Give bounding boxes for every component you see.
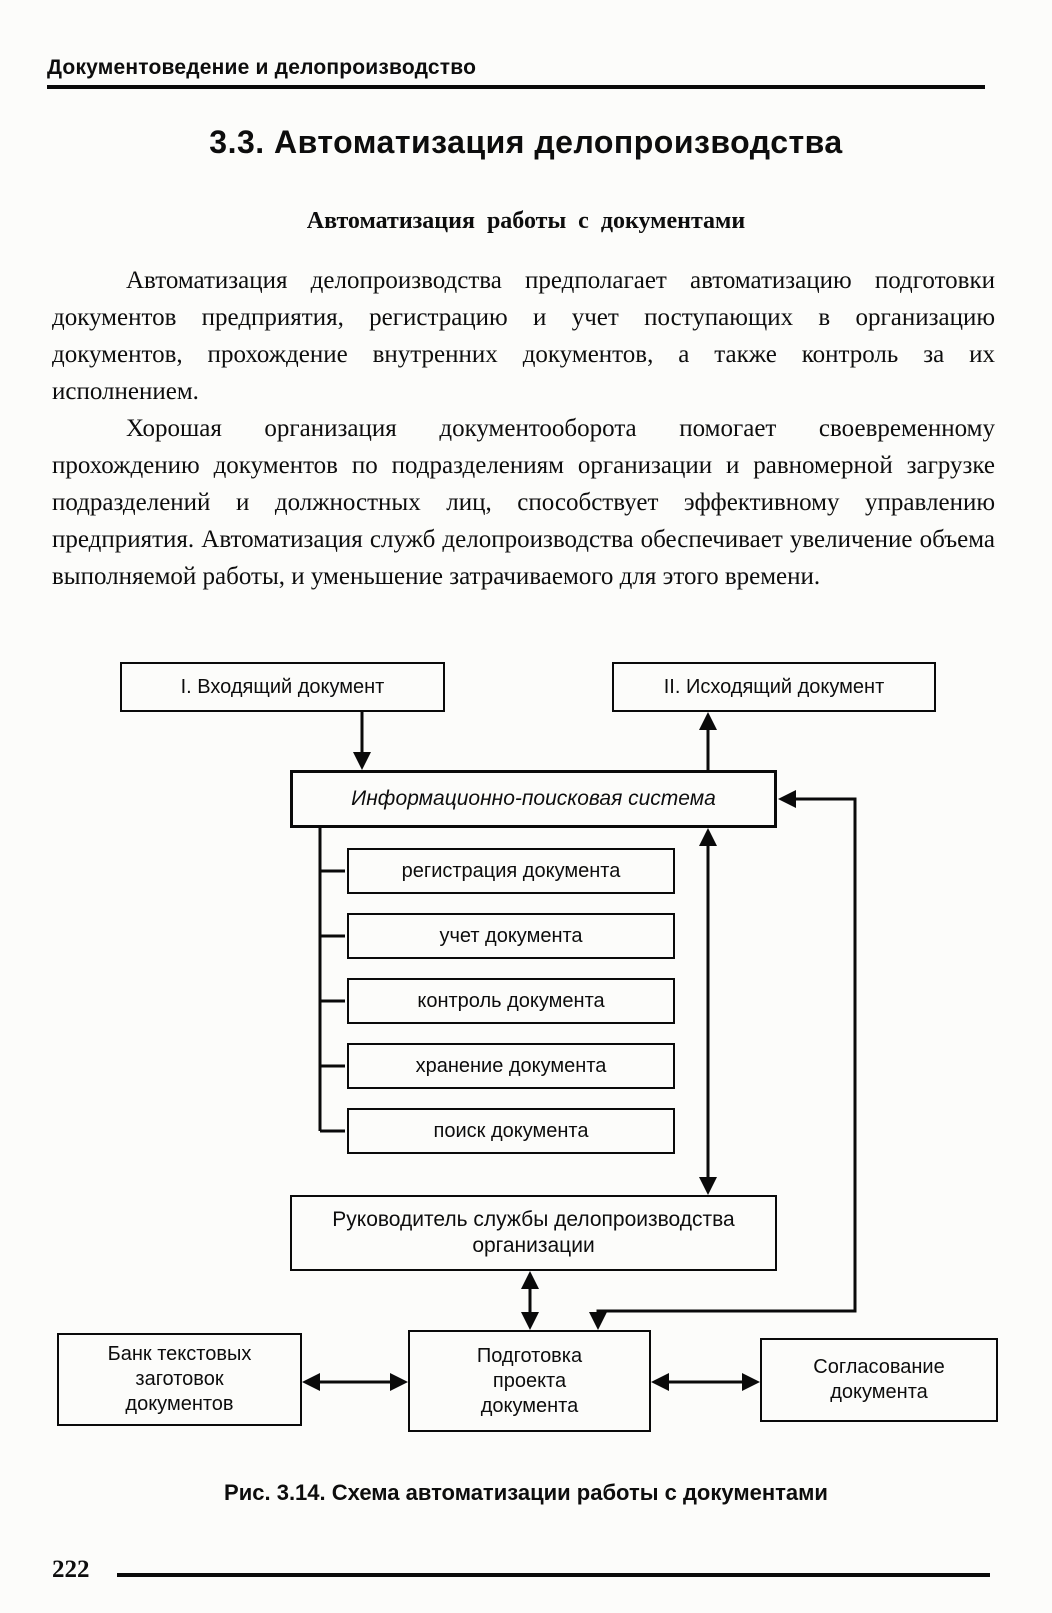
paragraph-2: Хорошая организация документооборота пом… xyxy=(52,415,995,590)
box-function-control: контроль документа xyxy=(347,978,675,1024)
connector-draft-ips-down-head xyxy=(589,1312,607,1330)
box-function-search: поиск документа xyxy=(347,1108,675,1154)
footer-rule xyxy=(117,1573,990,1577)
arrow-head-draft-down-head xyxy=(521,1312,539,1330)
box-incoming-document: I. Входящий документ xyxy=(120,662,445,712)
bracket-functions xyxy=(318,828,345,1133)
box-function-storage: хранение документа xyxy=(347,1043,675,1089)
arrow-bank-draft-left-head xyxy=(302,1373,320,1391)
running-head-rule xyxy=(47,85,985,89)
page-number: 222 xyxy=(52,1556,90,1583)
arrow-bank-draft-right-head xyxy=(390,1373,408,1391)
box-function-registration: регистрация документа xyxy=(347,848,675,894)
arrow-incoming-to-ips-head xyxy=(353,752,371,770)
figure-caption: Рис. 3.14. Схема автоматизации работы с … xyxy=(224,1480,828,1505)
running-head: Документоведение и делопроизводство xyxy=(47,56,477,79)
box-document-approval: Согласование документа xyxy=(760,1338,998,1422)
body-text: Автоматизация делопроизводства предполаг… xyxy=(52,262,995,595)
box-outgoing-document: II. Исходящий документ xyxy=(612,662,936,712)
box-draft-preparation: Подготовка проекта документа xyxy=(408,1330,651,1432)
arrow-ips-head-up-head xyxy=(699,828,717,846)
box-text-bank: Банк текстовых заготовок документов xyxy=(57,1333,302,1426)
box-head-of-service: Руководитель службы делопроизводства орг… xyxy=(290,1195,777,1271)
box-function-accounting: учет документа xyxy=(347,913,675,959)
connector-draft-ips-left-head xyxy=(778,790,796,808)
paragraph-1: Автоматизация делопроизводства предполаг… xyxy=(52,267,995,405)
arrow-draft-approval-left-head xyxy=(651,1373,669,1391)
arrow-ips-to-outgoing-head xyxy=(699,712,717,730)
section-title: 3.3. Автоматизация делопроизводства xyxy=(209,124,843,160)
arrow-ips-head-down-head xyxy=(699,1177,717,1195)
subtitle: Автоматизация работы с документами xyxy=(306,208,746,234)
arrow-draft-approval-right-head xyxy=(742,1373,760,1391)
box-information-retrieval-system: Информационно-поисковая система xyxy=(290,770,777,828)
arrow-head-draft-up-head xyxy=(521,1271,539,1289)
